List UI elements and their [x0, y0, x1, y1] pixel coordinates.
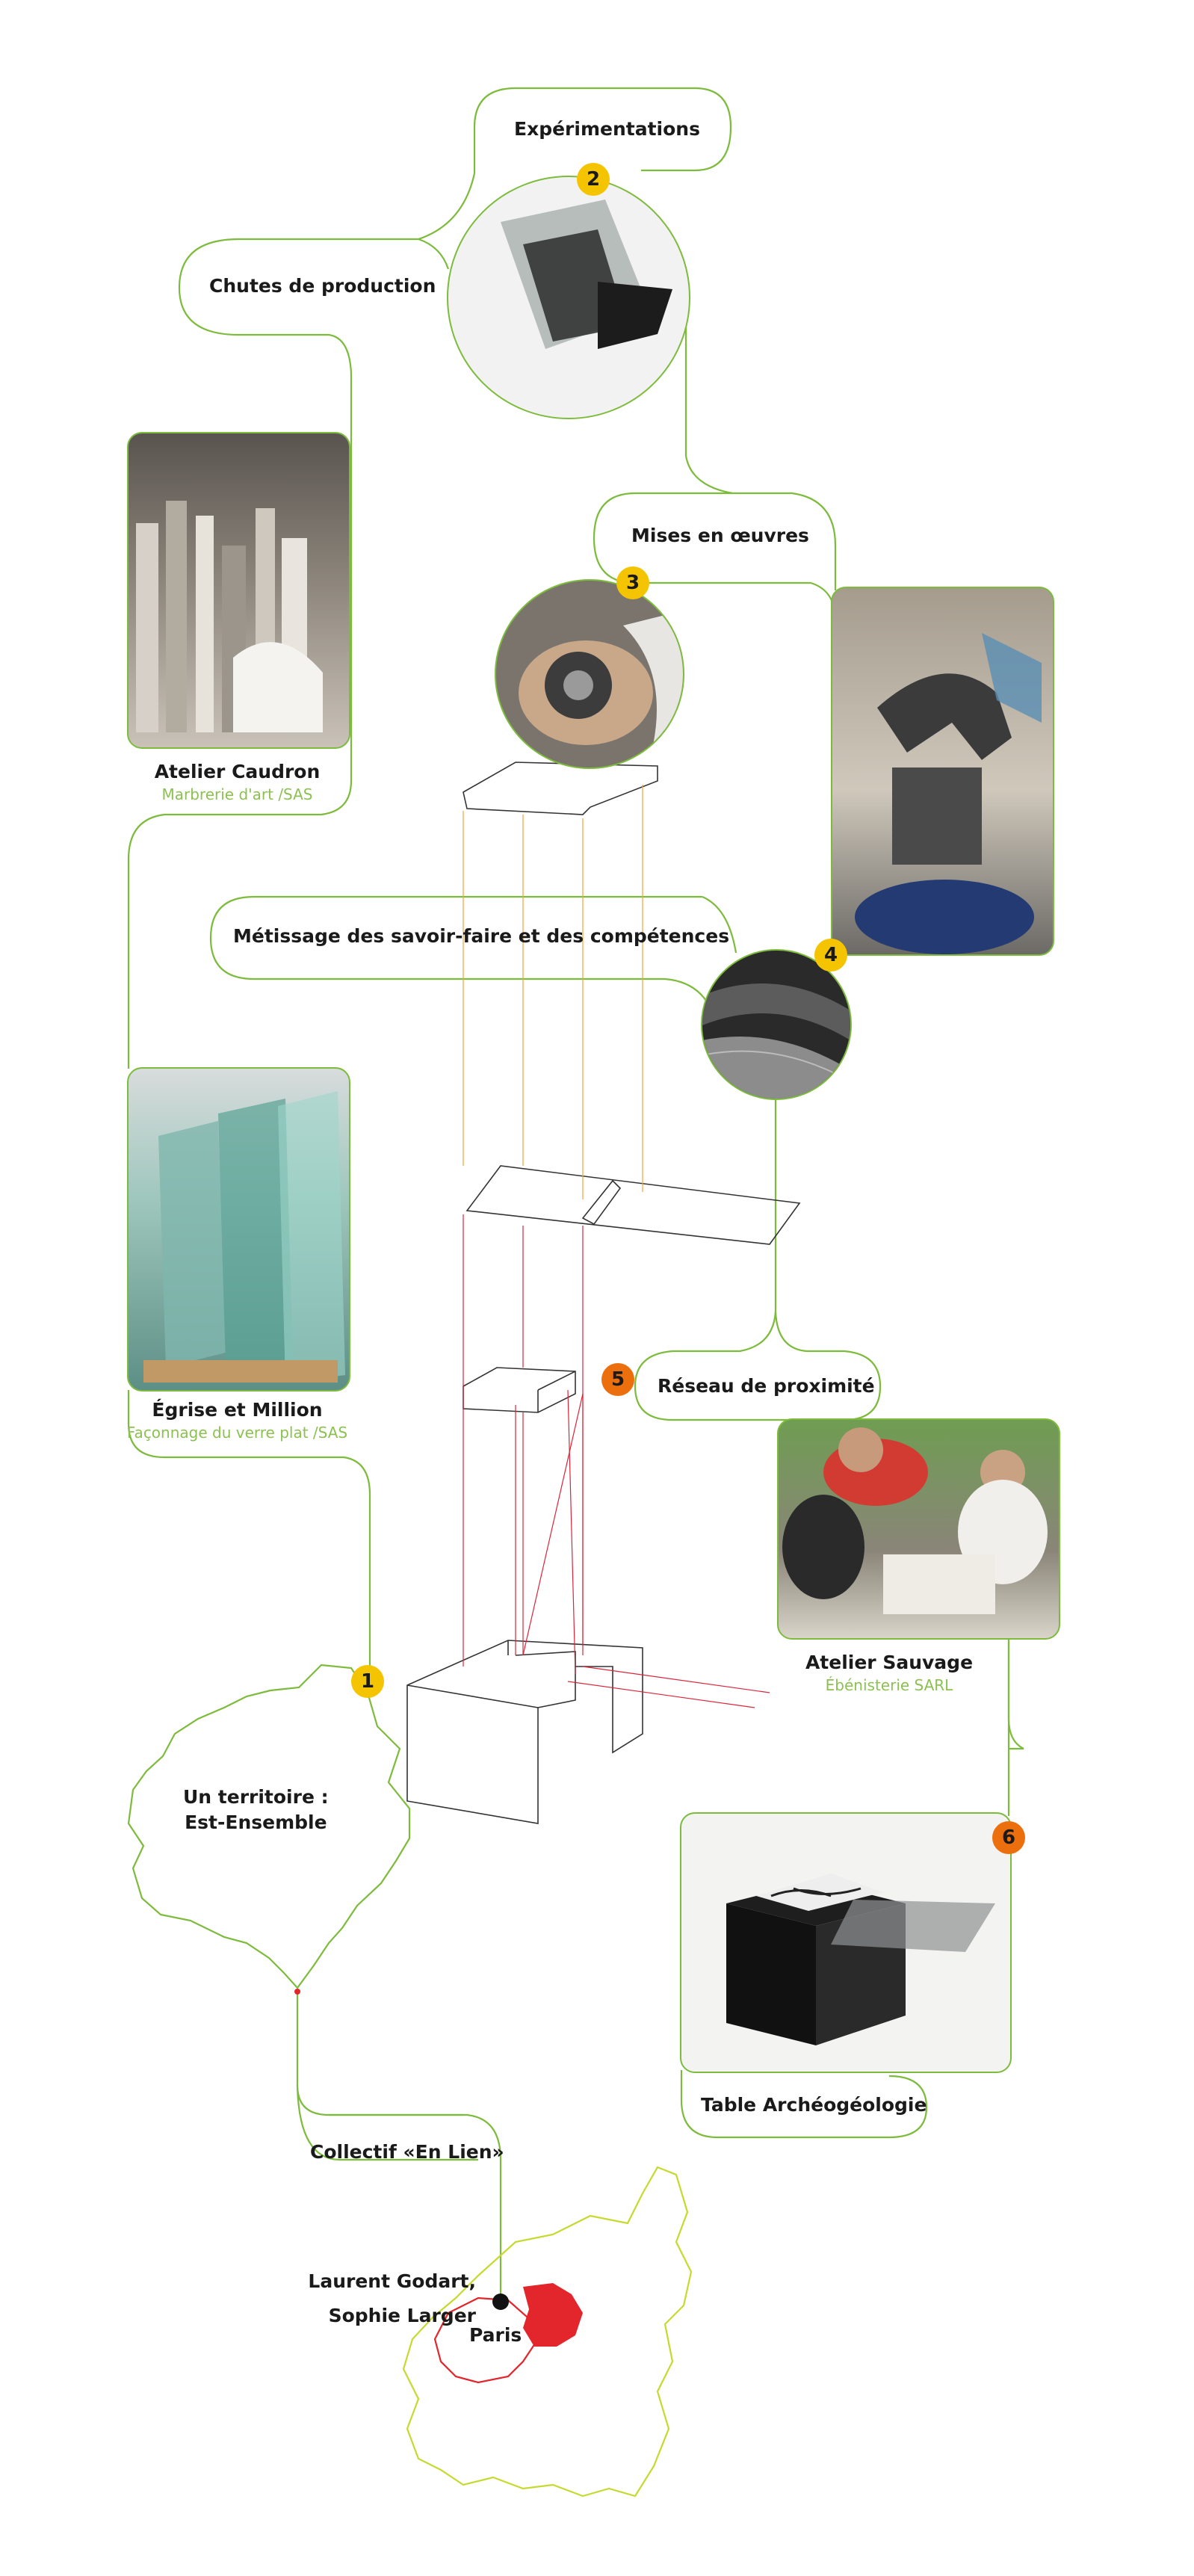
pill-collectif-en-lien: Collectif «En Lien»: [310, 2141, 504, 2163]
pill-experimentations: Expérimentations: [514, 118, 700, 140]
territory-map-outline: [127, 1664, 411, 1989]
workshop-name: Égrise et Million: [152, 1399, 323, 1421]
est-ensemble-fill: [523, 2283, 583, 2347]
pill-table-archeogeologie: Table Archéogéologie: [701, 2094, 927, 2116]
glass-sheets-icon: [143, 1091, 345, 1383]
marble-stack-icon: [136, 501, 323, 732]
glass-samples-icon: [501, 200, 672, 349]
pill-mises-en-oeuvres: Mises en œuvres: [631, 525, 809, 546]
people-line-2: Sophie Larger: [328, 2305, 476, 2327]
workshop-type: Marbrerie d'art /SAS: [161, 785, 313, 803]
paris-label: Paris: [469, 2324, 522, 2346]
workshop-type: Façonnage du verre plat /SAS: [126, 1424, 348, 1442]
robot-arm-photo: [831, 587, 1054, 956]
territory-label: Un territoire : Est-Ensemble: [183, 1785, 329, 1835]
exploded-table-drawing: [406, 762, 801, 1824]
finished-table-icon: [726, 1874, 995, 2045]
badge-5: 5: [601, 1363, 634, 1396]
workshop-type: Ébénisterie SARL: [825, 1676, 953, 1694]
pill-outline-mises: [593, 492, 837, 621]
grooved-marble-photo: [701, 949, 852, 1100]
pill-outline-collectif: [329, 2113, 502, 2302]
territory-line-1: Un territoire :: [183, 1786, 329, 1808]
grooved-marble-icon: [702, 983, 850, 1099]
glass-samples-photo: [447, 176, 690, 419]
workshop-name: Atelier Caudron: [154, 761, 321, 782]
caption-atelier-caudron: Atelier Caudron Marbrerie d'art /SAS: [127, 761, 347, 803]
team-workshop-icon: [782, 1427, 1048, 1614]
pill-outline-metissage: [209, 895, 719, 1032]
team-workshop-photo: [777, 1418, 1060, 1640]
badge-4: 4: [814, 939, 847, 972]
hand-tool-icon: [519, 611, 683, 767]
pill-outline-chutes: [178, 238, 353, 781]
pill-reseau-de-proximite: Réseau de proximité: [658, 1375, 875, 1397]
region-map-outline: [402, 2166, 693, 2498]
pill-chutes-de-production: Chutes de production: [209, 275, 436, 297]
workshop-name: Atelier Sauvage: [805, 1652, 974, 1673]
robot-arm-icon: [855, 633, 1042, 954]
glass-sheets-photo: [127, 1067, 350, 1392]
hand-tool-photo: [495, 579, 684, 769]
pill-metissage: Métissage des savoir-faire et des compét…: [233, 925, 730, 947]
caption-atelier-sauvage: Atelier Sauvage Ébénisterie SARL: [777, 1652, 1001, 1694]
pill-outline-experimentations: [516, 87, 732, 172]
badge-1: 1: [351, 1665, 384, 1698]
location-dot: [492, 2294, 509, 2310]
caption-egrise-et-million: Égrise et Million Façonnage du verre pla…: [112, 1399, 362, 1442]
badge-3: 3: [616, 566, 649, 599]
pill-outline-table: [680, 2070, 928, 2139]
people-line-1: Laurent Godart,: [308, 2270, 476, 2292]
territory-line-2: Est-Ensemble: [185, 1811, 327, 1833]
marble-stack-photo: [127, 432, 350, 749]
badge-6: 6: [992, 1821, 1025, 1854]
finished-table-photo: [680, 1812, 1012, 2073]
people-label: Laurent Godart, Sophie Larger: [300, 2264, 476, 2334]
badge-2: 2: [577, 163, 610, 196]
